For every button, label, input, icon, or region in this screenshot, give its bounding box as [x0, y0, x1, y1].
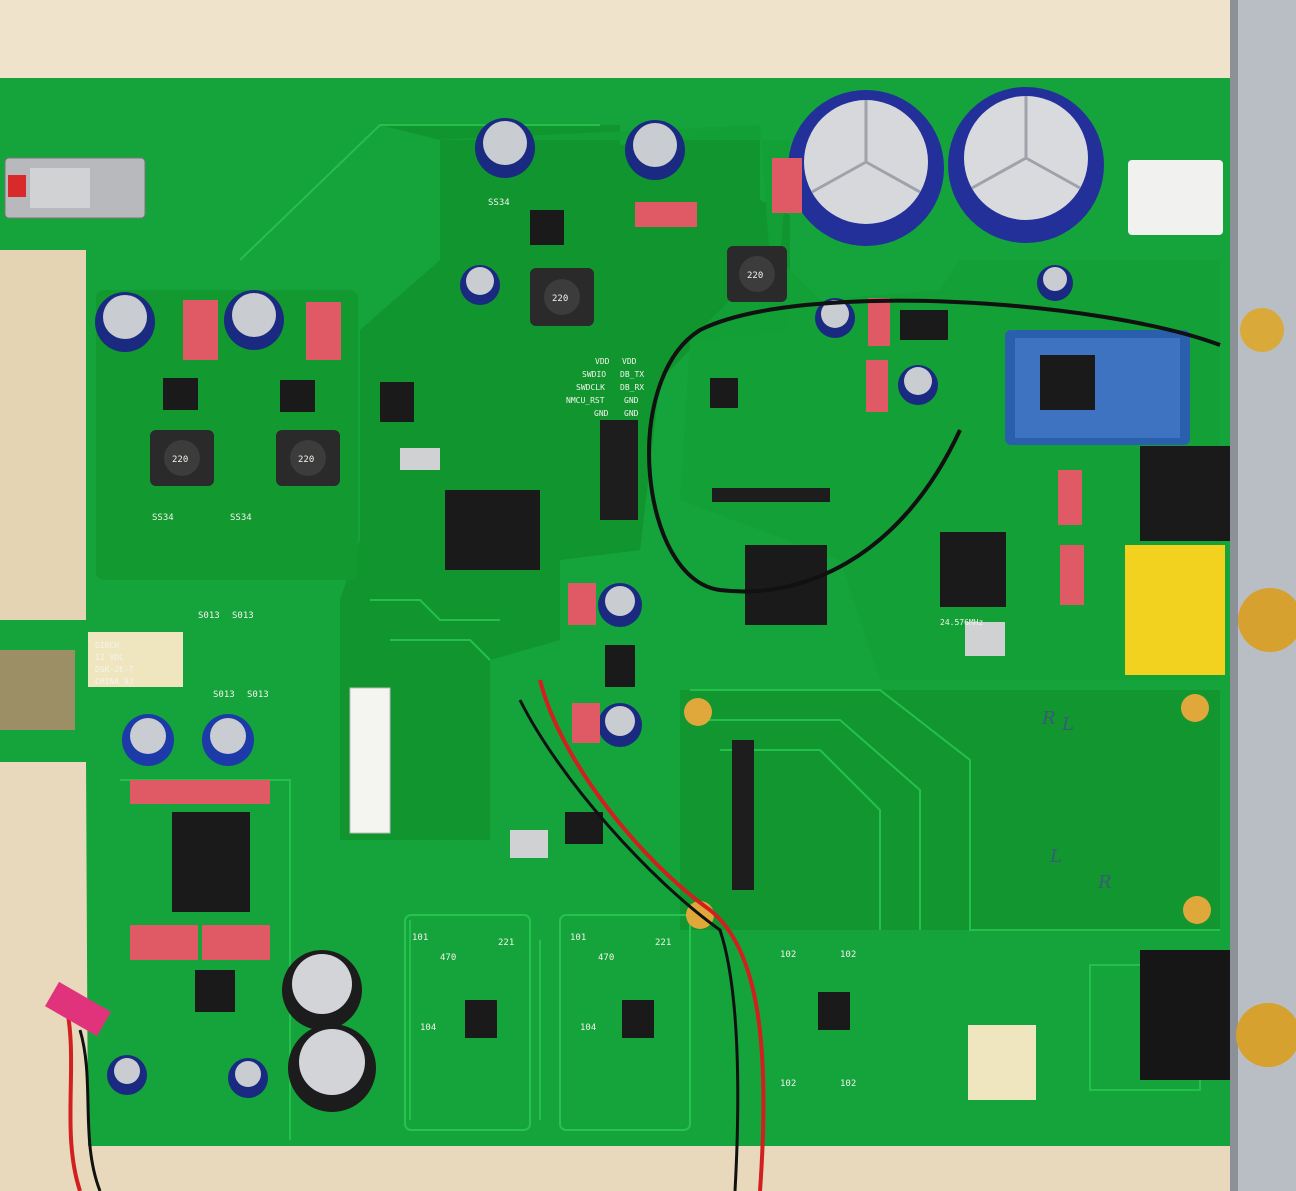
svg-text:R: R: [1097, 872, 1112, 893]
audio-capacitors: [282, 950, 376, 1112]
svg-text:220: 220: [298, 455, 314, 465]
svg-text:102: 102: [840, 950, 856, 960]
hdr-label-dbtx: DB_TX: [620, 370, 644, 379]
film-capacitors: [130, 158, 1084, 960]
svg-text:221: 221: [655, 938, 671, 948]
relay-top: [88, 632, 183, 687]
hdr-label-swdio: SWDIO: [582, 370, 606, 379]
svg-text:101: 101: [570, 933, 586, 943]
svg-text:221: 221: [498, 938, 514, 948]
usb-port: [1128, 160, 1223, 235]
slide-switch-face: [30, 168, 90, 208]
hdr-label-vdd2: VDD: [622, 357, 637, 366]
antenna-sma: [1240, 308, 1284, 352]
svg-text:CHINA 9J: CHINA 9J: [95, 677, 134, 686]
edge-connector: [0, 650, 75, 730]
zone-io: [680, 690, 1220, 930]
hdr-label-gnd: GND: [624, 396, 639, 405]
svg-text:220: 220: [747, 271, 763, 281]
zone-bt: [430, 125, 1220, 680]
wood-top: [0, 0, 1296, 80]
coax-rca-yellow: [1125, 545, 1296, 675]
svg-text:220: 220: [552, 294, 568, 304]
svg-text:S013: S013: [247, 690, 269, 700]
svg-text:S013: S013: [232, 611, 254, 621]
small-capacitors: [95, 118, 1073, 1098]
svg-text:L: L: [1061, 714, 1074, 735]
svg-text:470: 470: [598, 953, 614, 963]
opamp-zone-right: [559, 914, 691, 1131]
inductor-labels: 220 220 220 220: [172, 271, 763, 465]
coax-rca-black: [1140, 950, 1296, 1080]
svg-text:SS34: SS34: [230, 513, 252, 523]
svg-text:102: 102: [840, 1079, 856, 1089]
bluetooth-module: [1005, 330, 1190, 445]
svg-text:104: 104: [580, 1023, 596, 1033]
hdr-label-swdclk: SWDCLK: [576, 383, 605, 392]
svg-text:L: L: [1049, 846, 1062, 867]
wire-connector: [45, 981, 111, 1037]
zone-psu: [96, 290, 358, 580]
hdr-label-dbrx: DB_RX: [620, 383, 644, 392]
trace-group: [120, 124, 1220, 1140]
svg-text:104: 104: [420, 1023, 436, 1033]
svg-text:470: 470: [440, 953, 456, 963]
svg-text:GIRCH: GIRCH: [95, 641, 119, 650]
inductors: [150, 246, 787, 486]
antenna-cable: [647, 298, 1221, 594]
black-wire: [518, 699, 740, 1191]
svg-text:SS34: SS34: [152, 513, 174, 523]
relay-top-labels: GIRCH 12 VDC DSK-2E-T CHINA 9J: [95, 641, 134, 686]
svg-text:101: 101: [412, 933, 428, 943]
crystal-spdif: [510, 830, 548, 858]
hdr-label-gnd3: GND: [624, 409, 639, 418]
handwritten-marks: R R L L: [1041, 708, 1112, 893]
zone-mcu: [340, 125, 790, 840]
bulk-capacitor-2: [948, 87, 1104, 243]
chassis-edge: [1230, 0, 1238, 1191]
svg-text:220: 220: [172, 455, 188, 465]
crystal-label: 24.576MHz: [940, 618, 984, 627]
svg-text:S013: S013: [213, 690, 235, 700]
ffc-connector: [349, 687, 391, 834]
svg-text:12 VDC: 12 VDC: [95, 653, 124, 662]
bulk-capacitor-1: [788, 90, 944, 246]
svg-text:S013: S013: [198, 611, 220, 621]
red-wire: [538, 679, 766, 1191]
debug-header: [600, 420, 830, 890]
debug-header-labels: VDD VDD SWDIO DB_TX SWDCLK DB_RX NMCU_RS…: [566, 357, 644, 418]
hdr-label-vdd: VDD: [595, 357, 610, 366]
board-cutout: [0, 250, 86, 620]
svg-text:102: 102: [780, 1079, 796, 1089]
ic-chips: [163, 210, 1006, 1038]
hdr-label-gnd2: GND: [594, 409, 609, 418]
silkscreen-labels: SS34 SS34 SS34 S013 S013 S013 S013 470 4…: [152, 198, 856, 1089]
svg-text:R: R: [1041, 708, 1056, 729]
switch-knob: [8, 175, 26, 197]
relay-bottom: [968, 1025, 1036, 1100]
hdr-label-nmcu-rst: NMCU_RST: [566, 396, 605, 405]
svg-text:SS34: SS34: [488, 198, 510, 208]
crystal-dac: [965, 622, 1005, 656]
opamp-zone-left: [404, 914, 531, 1131]
svg-text:DSK-2E-T: DSK-2E-T: [95, 665, 134, 674]
power-wire-black: [78, 1029, 102, 1191]
crystal-mcu: [400, 448, 440, 470]
optical-input: [1140, 446, 1230, 541]
svg-text:102: 102: [780, 950, 796, 960]
power-wire-red: [63, 999, 82, 1191]
